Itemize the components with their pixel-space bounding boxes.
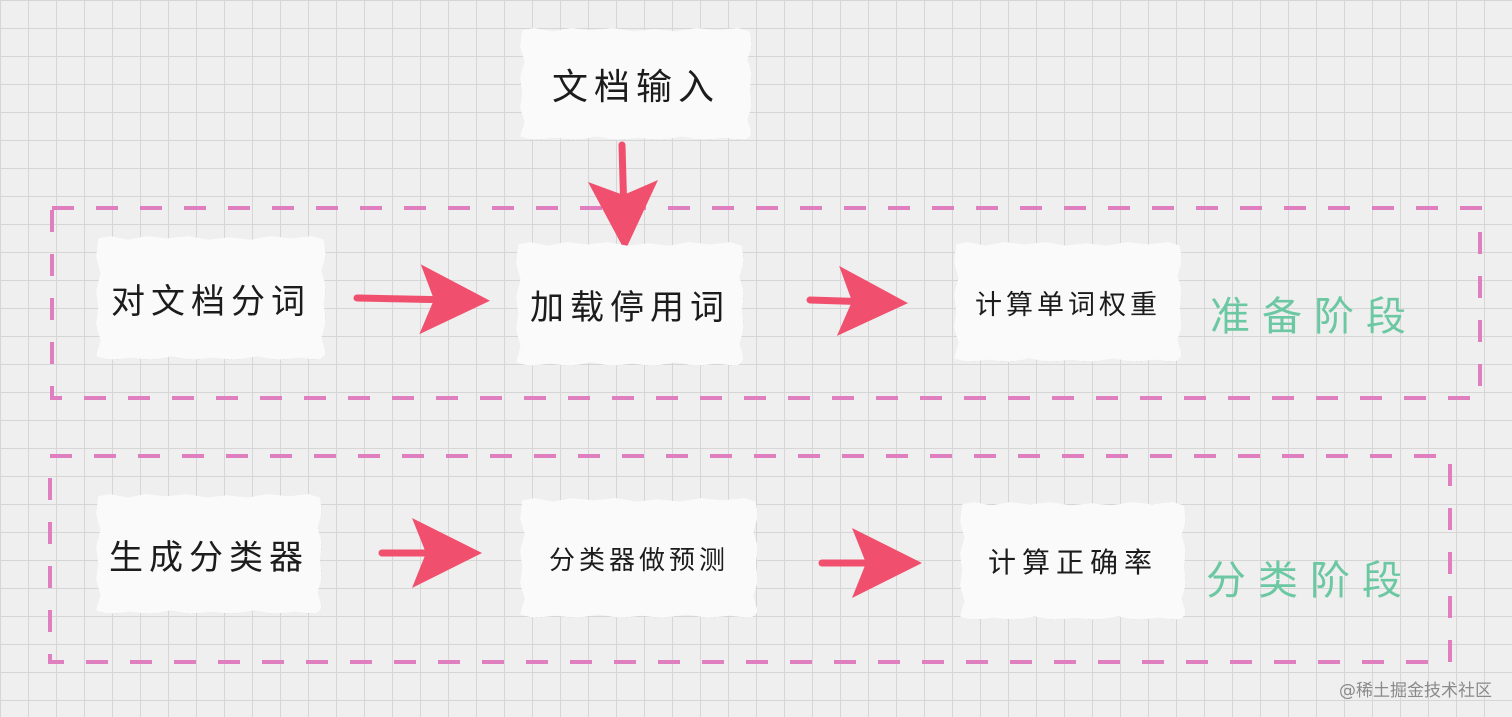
node-accuracy: 计算正确率	[960, 502, 1186, 620]
arrow-tokenize-to-stopwords	[353, 264, 490, 335]
arrow-input-to-stopwords	[588, 141, 659, 251]
classify-stage-border	[48, 454, 1452, 664]
arrow-stopwords-to-weights	[806, 265, 908, 336]
prepare-stage-label: 准备阶段	[1210, 294, 1418, 340]
node-label: 文档输入	[551, 67, 720, 108]
node-load-stopwords: 加载停用词	[516, 242, 744, 366]
node-tokenize: 对文档分词	[96, 236, 326, 360]
node-label: 对文档分词	[111, 281, 311, 322]
node-label: 计算正确率	[987, 546, 1158, 579]
node-label: 分类器做预测	[548, 545, 729, 576]
node-label: 计算单词权重	[975, 289, 1161, 321]
node-word-weights: 计算单词权重	[954, 242, 1182, 362]
node-label: 加载停用词	[530, 287, 730, 328]
prepare-stage-border	[50, 206, 1482, 400]
watermark: @稀土掘金技术社区	[1339, 681, 1492, 701]
node-build-classifier: 生成分类器	[96, 494, 322, 614]
node-document-input: 文档输入	[520, 28, 752, 140]
node-classifier-predict: 分类器做预测	[520, 498, 758, 618]
node-label: 生成分类器	[109, 537, 309, 578]
classify-stage-label: 分类阶段	[1206, 558, 1414, 604]
